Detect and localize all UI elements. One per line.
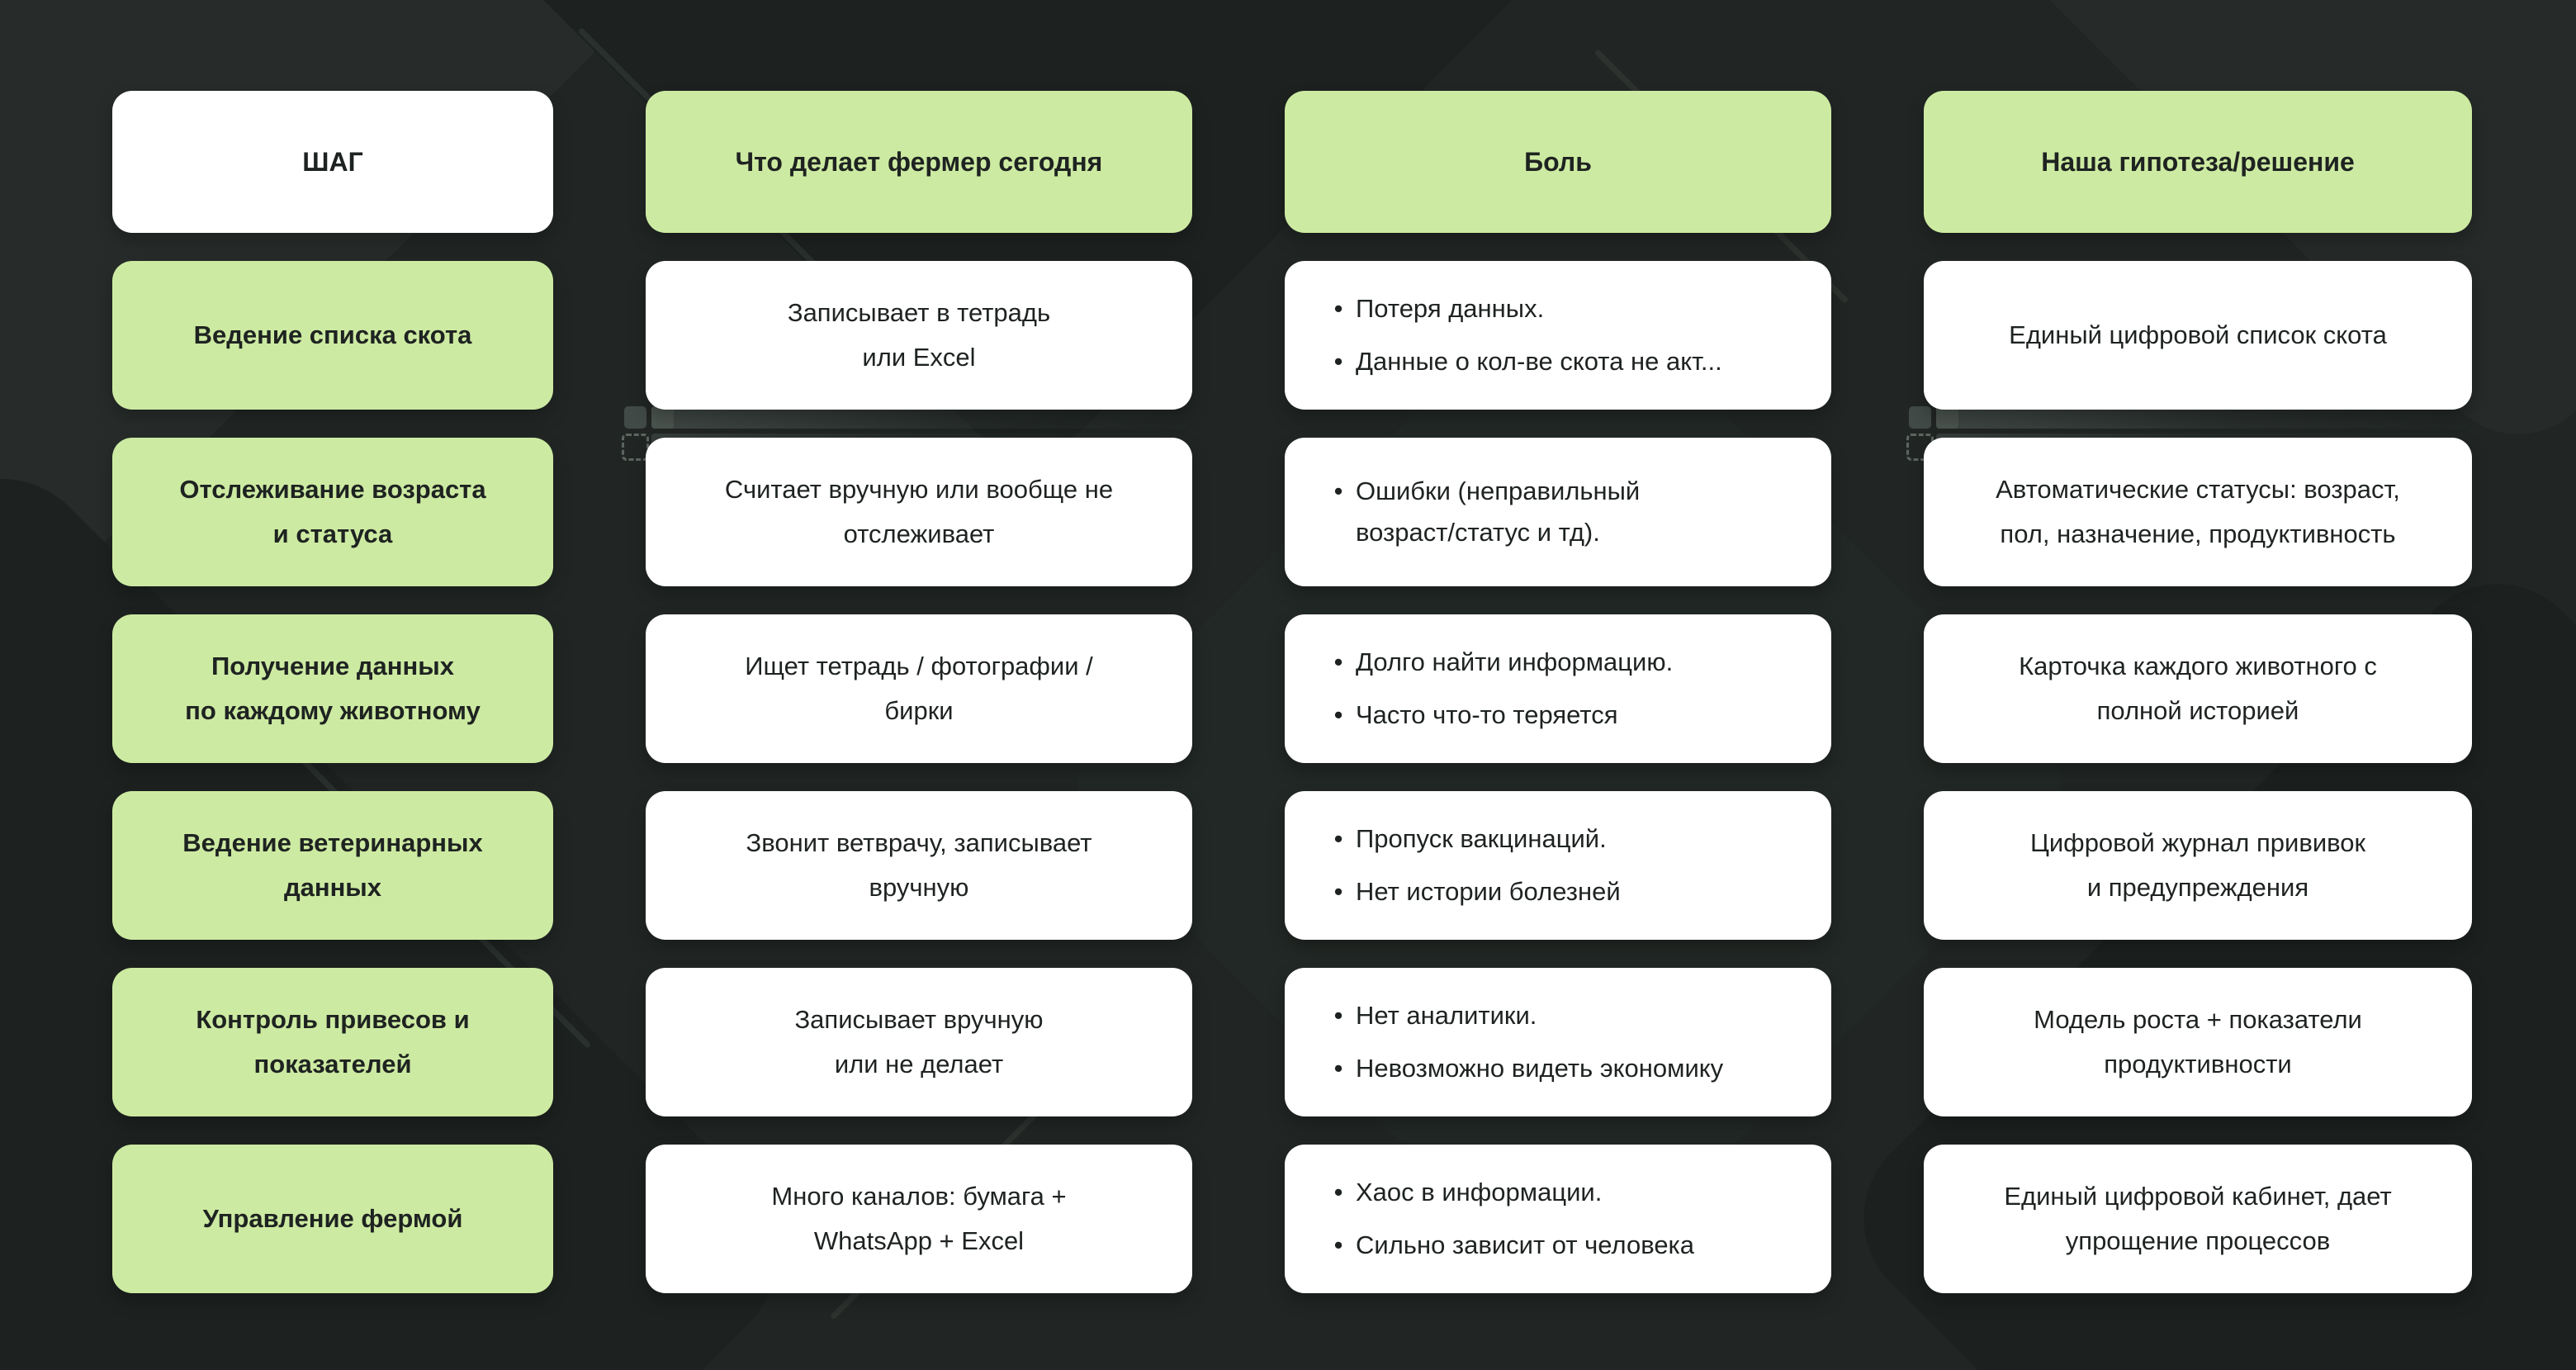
cell-solution-row2[interactable]: Автоматические статусы: возраст, пол, на… xyxy=(1924,438,2472,586)
cell-today-row2[interactable]: Считает вручную или вообще не отслеживае… xyxy=(646,438,1192,586)
pain-text: Нет истории болезней xyxy=(1356,877,1621,906)
pain-item: • Долго найти информацию. xyxy=(1321,642,1798,683)
cell-today-row5[interactable]: Записывает вручную или не делает xyxy=(646,968,1192,1116)
pain-item: • Потеря данных. xyxy=(1321,288,1798,329)
pain-text: Нет аналитики. xyxy=(1356,1001,1537,1031)
cell-solution-row4[interactable]: Цифровой журнал прививок и предупреждени… xyxy=(1924,791,2472,940)
pain-text: Потеря данных. xyxy=(1356,294,1545,324)
cell-today-row3[interactable]: Ищет тетрадь / фотографии / бирки xyxy=(646,614,1192,763)
header-cell-solution[interactable]: Наша гипотеза/решение xyxy=(1924,91,2472,233)
pain-item: • Сильно зависит от человека xyxy=(1321,1225,1798,1266)
cell-step-row3[interactable]: Получение данных по каждому животному xyxy=(112,614,553,763)
cell-step-row6[interactable]: Управление фермой xyxy=(112,1145,553,1293)
pain-text: Сильно зависит от человека xyxy=(1356,1230,1695,1259)
cell-solution-row6[interactable]: Единый цифровой кабинет, дает упрощение … xyxy=(1924,1145,2472,1293)
bullet-icon: • xyxy=(1333,1001,1343,1031)
bullet-icon: • xyxy=(1333,1054,1343,1083)
cell-step-row2[interactable]: Отслеживание возраста и статуса xyxy=(112,438,553,586)
pain-text: Невозможно видеть экономику xyxy=(1356,1054,1724,1083)
cell-pain-row5[interactable]: • Нет аналитики. • Невозможно видеть эко… xyxy=(1285,968,1831,1116)
bullet-icon: • xyxy=(1333,1230,1343,1259)
bullet-icon: • xyxy=(1333,347,1343,376)
bullet-icon: • xyxy=(1333,877,1343,906)
cell-pain-row3[interactable]: • Долго найти информацию. • Часто что-то… xyxy=(1285,614,1831,763)
cell-pain-row2[interactable]: • Ошибки (неправильный возраст/статус и … xyxy=(1285,438,1831,586)
cell-step-row1[interactable]: Ведение списка скота xyxy=(112,261,553,410)
pain-text: Данные о кол-ве скота не акт... xyxy=(1356,347,1722,376)
pain-item: • Хаос в информации. xyxy=(1321,1172,1798,1213)
cell-today-row6[interactable]: Много каналов: бумага + WhatsApp + Excel xyxy=(646,1145,1192,1293)
pain-text: Пропуск вакцинаций. xyxy=(1356,824,1607,854)
cell-solution-row3[interactable]: Карточка каждого животного с полной исто… xyxy=(1924,614,2472,763)
cell-today-row4[interactable]: Звонит ветврачу, записывает вручную xyxy=(646,791,1192,940)
bullet-icon: • xyxy=(1333,476,1343,506)
bullet-icon: • xyxy=(1333,824,1343,854)
cell-pain-row4[interactable]: • Пропуск вакцинаций. • Нет истории боле… xyxy=(1285,791,1831,940)
pain-item: • Пропуск вакцинаций. xyxy=(1321,818,1798,860)
journey-map-table: ШАГ Что делает фермер сегодня Боль Наша … xyxy=(112,91,2472,1293)
pain-text: Хаос в информации. xyxy=(1356,1178,1603,1207)
header-cell-today[interactable]: Что делает фермер сегодня xyxy=(646,91,1192,233)
header-cell-pain[interactable]: Боль xyxy=(1285,91,1831,233)
bullet-icon: • xyxy=(1333,1178,1343,1207)
pain-item: • Ошибки (неправильный возраст/статус и … xyxy=(1321,471,1798,552)
bullet-icon: • xyxy=(1333,647,1343,677)
cell-today-row1[interactable]: Записывает в тетрадь или Excel xyxy=(646,261,1192,410)
bullet-icon: • xyxy=(1333,294,1343,324)
pain-text: Часто что-то теряется xyxy=(1356,700,1618,729)
cell-pain-row1[interactable]: • Потеря данных. • Данные о кол-ве скота… xyxy=(1285,261,1831,410)
pain-text: Ошибки (неправильный возраст/статус и тд… xyxy=(1356,476,1641,547)
pain-item: • Нет аналитики. xyxy=(1321,995,1798,1036)
pain-item: • Данные о кол-ве скота не акт... xyxy=(1321,341,1798,382)
bullet-icon: • xyxy=(1333,700,1343,729)
cell-step-row5[interactable]: Контроль привесов и показателей xyxy=(112,968,553,1116)
cell-solution-row5[interactable]: Модель роста + показатели продуктивности xyxy=(1924,968,2472,1116)
pain-text: Долго найти информацию. xyxy=(1356,647,1674,677)
pain-item: • Часто что-то теряется xyxy=(1321,694,1798,736)
cell-solution-row1[interactable]: Единый цифровой список скота xyxy=(1924,261,2472,410)
cell-pain-row6[interactable]: • Хаос в информации. • Сильно зависит от… xyxy=(1285,1145,1831,1293)
pain-item: • Невозможно видеть экономику xyxy=(1321,1048,1798,1089)
header-cell-step[interactable]: ШАГ xyxy=(112,91,553,233)
cell-step-row4[interactable]: Ведение ветеринарных данных xyxy=(112,791,553,940)
pain-item: • Нет истории болезней xyxy=(1321,871,1798,913)
